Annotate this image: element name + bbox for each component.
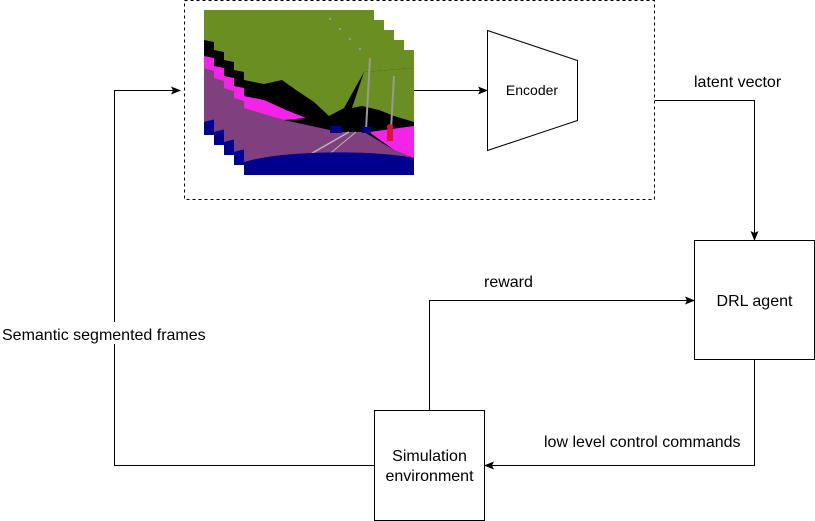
segmented-frames-label: Semantic segmented frames: [2, 327, 206, 344]
simulation-label-line1: Simulation: [392, 448, 467, 465]
simulation-environment-node: [374, 410, 485, 521]
control-commands-label: low level control commands: [544, 434, 741, 451]
drl-agent-label: DRL agent: [717, 293, 793, 310]
segmented-frames-label-bg: [2, 322, 228, 344]
drl-agent-node: [694, 240, 815, 360]
control-commands-arrow: [484, 360, 755, 470]
perception-module-box: [184, 0, 655, 200]
encoder-node: [487, 29, 578, 152]
reward-arrow: [429, 296, 695, 410]
segmented-frame: [244, 50, 414, 175]
latent-vector-label: latent vector: [694, 74, 782, 91]
encoder-label: Encoder: [506, 82, 558, 98]
simulation-label-line2: environment: [385, 468, 474, 485]
segmented-frame-stack: [204, 10, 414, 175]
reward-label: reward: [484, 274, 533, 291]
segmented-frames-arrow: [114, 86, 374, 466]
latent-vector-arrow: [655, 100, 759, 241]
